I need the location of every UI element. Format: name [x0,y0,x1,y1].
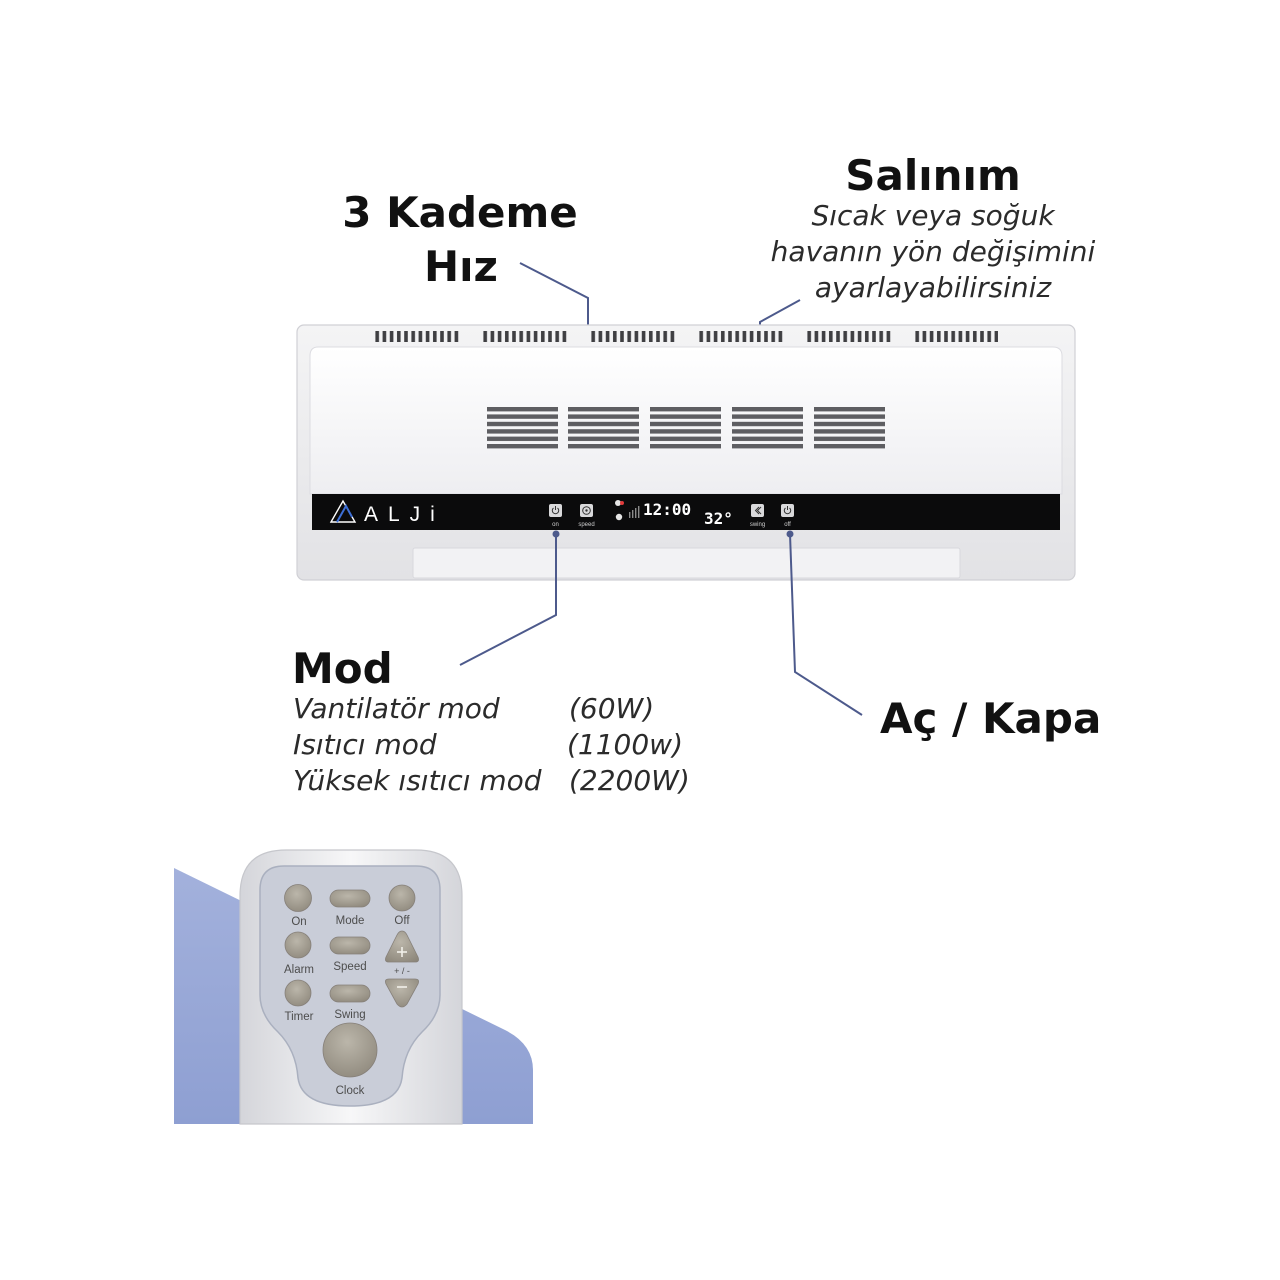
mode-callout-line [459,534,557,666]
remote-clock-button-face [322,1022,378,1078]
remote-timer-button-face [284,979,312,1007]
heat-indicator-red-icon [620,501,624,505]
remote-alarm-button-face [284,931,312,959]
remote-off-button-face [388,884,416,912]
control-strip-background [312,494,1060,530]
mode-name-high-heater: Yüksek ısıtıcı mod [293,764,542,797]
power-callout: Aç / Kapa [786,530,1101,743]
remote-plus-minus-label: + / - [394,966,410,976]
top-vent-group [483,331,569,342]
remote-control-illustration: On Mode Off Alarm Speed + / - [174,849,533,1125]
heater-off-button: off [781,504,794,528]
swing-callout-title: Salınım [845,151,1020,200]
remote-speed-button-face [329,936,371,955]
mode-power-high-heater: (2200W) [569,764,690,797]
remote-off-button: Off [388,884,416,927]
brand-logo: ALJi [329,499,445,526]
heater-on-button: on [549,504,562,528]
remote-increase-button [385,930,419,963]
heater-unit: ALJi on speed [296,324,1076,581]
heater-speed-button-label: speed [578,522,594,528]
swing-callout-desc-line2: havanın yön değişimini [771,235,1096,268]
remote-timer-label: Timer [285,1011,314,1023]
heater-off-button-face [781,504,794,517]
remote-speed-button: Speed [329,936,371,973]
remote-mode-button: Mode [329,889,371,927]
lcd-temperature: 32° [704,509,733,528]
mode-name-fan: Vantilatör mod [293,692,500,725]
remote-swing-label: Swing [334,1009,365,1021]
remote-mode-button-face [329,889,371,908]
power-callout-title: Aç / Kapa [880,694,1101,743]
power-icon [551,506,560,515]
remote-mode-label: Mode [336,915,365,927]
triangle-up-icon [385,930,419,963]
swing-callout-desc-line1: Sıcak veya soğuk [811,199,1056,232]
heater-on-button-label: on [552,522,559,528]
swing-icon [754,506,762,515]
mode-callout-title: Mod [292,644,393,693]
heater-swing-button: swing [750,504,765,528]
heater-on-button-face [549,504,562,517]
speed-callout-title-line1: 3 Kademe [342,188,578,237]
speed-callout-title-line2: Hız [424,242,498,291]
heat-indicator-icon [615,500,621,506]
fan-icon [582,506,591,515]
top-vent-slits [375,331,998,342]
remote-alarm-label: Alarm [284,964,314,976]
air-outlet-lip [412,547,961,579]
logo-mark-accent-icon [336,503,353,523]
power-icon [783,506,792,515]
remote-clock-label: Clock [336,1085,365,1097]
heater-swing-button-label: swing [750,522,765,528]
grille-block [732,407,803,451]
remote-decrease-button [385,978,419,1008]
top-vent-group [912,331,998,342]
speed-callout: 3 Kademe Hız [342,188,592,493]
top-vent-group [375,331,461,342]
remote-swing-button-face [329,984,371,1003]
heater-off-button-label: off [784,522,791,528]
top-vent-group [590,331,676,342]
grille-block [814,407,885,451]
top-vent-group [805,331,891,342]
remote-swing-button: Swing [329,984,371,1021]
power-callout-line [789,533,863,716]
mode-power-fan: (60W) [569,692,654,725]
remote-on-button: On [284,884,312,928]
remote-speed-label: Speed [333,961,366,973]
mode-callout: Mod Vantilatör mod (60W) Isıtıcı mod (11… [292,530,690,797]
grille-block [568,407,639,451]
remote-on-button-face [284,884,312,912]
top-vent-group [697,331,783,342]
mode-power-heater: (1100w) [567,728,683,761]
lcd-display: 12:00 32° [615,500,733,528]
lcd-time: 12:00 [643,500,691,519]
remote-alarm-button: Alarm [284,931,314,976]
heater-speed-button: speed [578,504,595,528]
logo-text: ALJi [364,503,445,526]
swing-callout-desc-line3: ayarlayabilirsiniz [815,271,1053,304]
triangle-down-icon [385,978,419,1008]
swing-callout: Salınım Sıcak veya soğuk havanın yön değ… [756,151,1096,493]
fan-indicator-icon [615,513,623,521]
remote-clock-button: Clock [322,1022,378,1097]
mode-name-heater: Isıtıcı mod [293,728,437,761]
grille-block [650,407,721,451]
grille-block [487,407,558,451]
remote-on-label: On [291,916,306,928]
control-strip: ALJi on speed [312,494,1060,530]
level-bars-icon [629,506,640,518]
air-grille [487,407,885,451]
remote-off-label: Off [394,915,410,927]
remote-timer-button: Timer [284,979,314,1023]
